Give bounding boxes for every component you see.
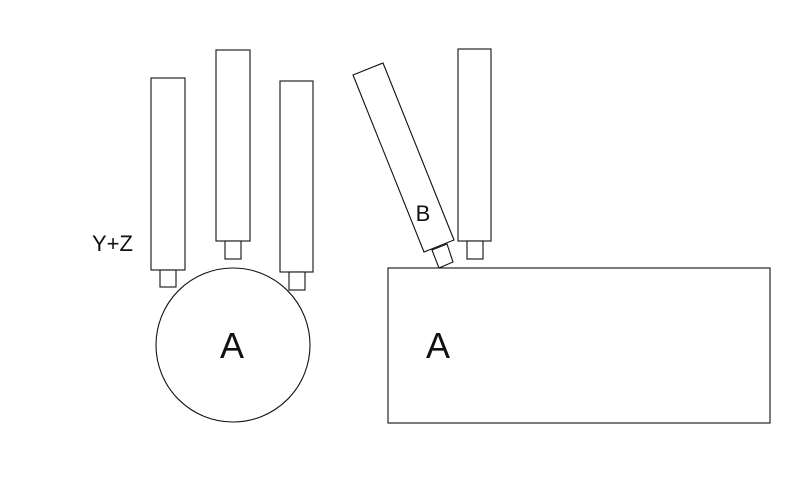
flat-workpiece-a xyxy=(387,267,771,424)
tool-tilted-tip xyxy=(431,243,454,269)
tool-right-tip xyxy=(288,271,306,291)
tool-right xyxy=(279,80,314,291)
tool-center-tip xyxy=(224,240,242,260)
tool-center-body xyxy=(215,49,251,242)
tool-center xyxy=(215,49,251,260)
tool-left-body xyxy=(150,77,186,271)
flat-workpiece-group: A xyxy=(387,267,771,424)
tool-left xyxy=(150,77,186,288)
axis-label: Y+Z xyxy=(92,231,133,256)
tilted-tool-label: B xyxy=(416,201,431,226)
round-workpiece-group: A xyxy=(155,267,311,423)
round-workpiece-a xyxy=(155,267,311,423)
tool-vertical-right-body xyxy=(457,48,492,242)
tool-tilted: B xyxy=(352,62,455,269)
tool-right-body xyxy=(279,80,314,273)
round-workpiece-label: A xyxy=(220,325,244,366)
tool-tilted-body xyxy=(352,62,455,253)
tool-vertical-right-tip xyxy=(466,240,484,260)
flat-workpiece-label: A xyxy=(426,325,450,366)
tool-vertical-right xyxy=(457,48,492,260)
tool-left-tip xyxy=(159,269,177,288)
